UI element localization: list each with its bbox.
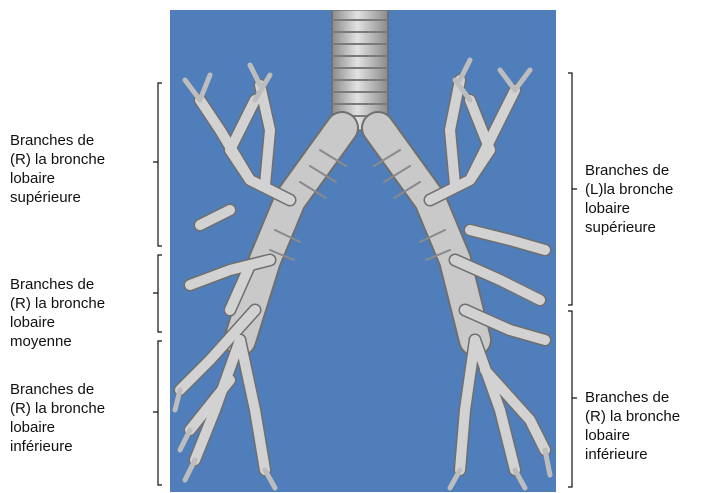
label-right-upper-lobe: Branches de (R) la bronche lobaire supér… bbox=[10, 131, 105, 207]
bracket-left-lower bbox=[564, 310, 580, 488]
bracket-right-middle bbox=[150, 254, 166, 333]
label-left-upper-lobe: Branches de (L)la bronche lobaire supéri… bbox=[585, 161, 673, 237]
label-left-lower-lobe: Branches de (R) la bronche lobaire infér… bbox=[585, 388, 680, 464]
bronchial-branches bbox=[175, 60, 550, 488]
bracket-right-lower bbox=[150, 340, 166, 486]
bracket-left-upper bbox=[564, 72, 580, 306]
label-right-middle-lobe: Branches de (R) la bronche lobaire moyen… bbox=[10, 275, 105, 351]
bronchial-tree-illustration bbox=[170, 10, 556, 492]
bracket-right-upper bbox=[150, 82, 166, 247]
label-right-lower-lobe: Branches de (R) la bronche lobaire infér… bbox=[10, 380, 105, 456]
